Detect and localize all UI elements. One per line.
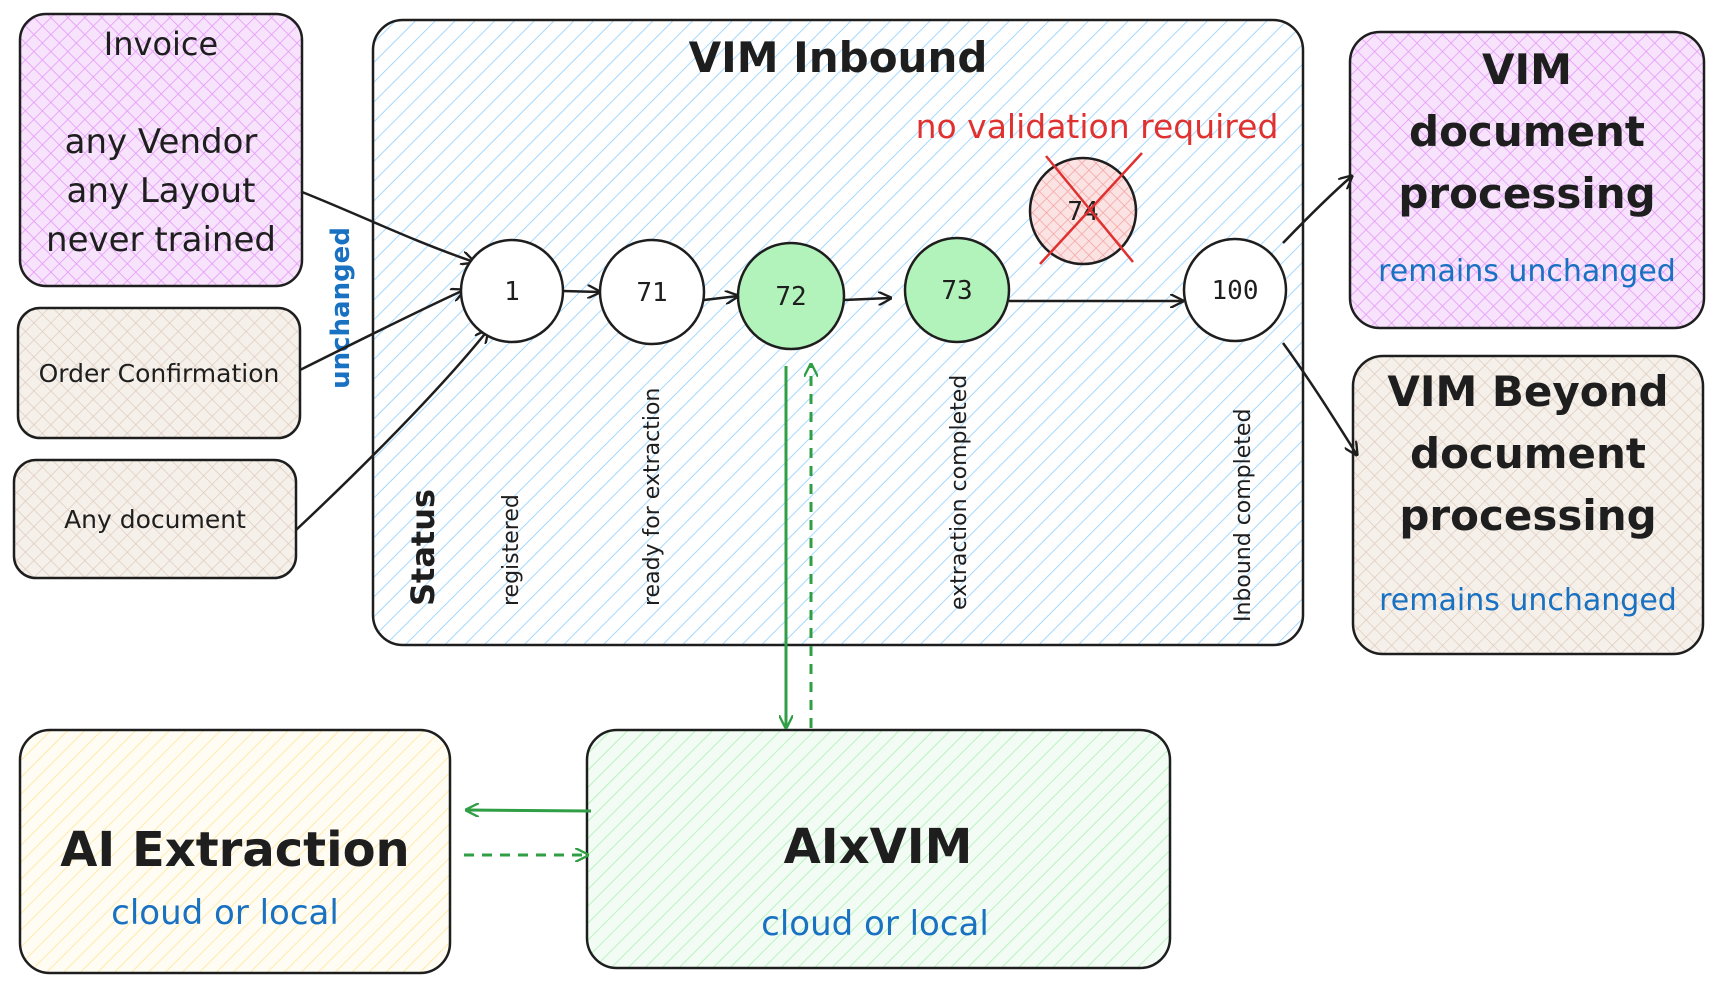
- arrow-72-to-73: [843, 298, 891, 300]
- status-flow-arrows: [562, 291, 1183, 301]
- arrow-100-to-beyond: [1281, 342, 1357, 455]
- beyond-line-1: VIM Beyond: [1387, 367, 1668, 416]
- status-label-extraction-completed: extraction completed: [947, 375, 972, 610]
- arrow-100-to-doc-processing: [1282, 176, 1352, 244]
- aixvim-box: AIxVIM cloud or local: [585, 728, 1172, 970]
- arrow-anydoc-to-1: [295, 330, 488, 531]
- doc-processing-note: remains unchanged: [1378, 254, 1676, 289]
- status-label: Status: [404, 489, 442, 606]
- status-node-1: 1: [459, 238, 565, 344]
- status-code-73: 73: [941, 276, 972, 306]
- beyond-note: remains unchanged: [1379, 583, 1677, 618]
- status-code-1: 1: [504, 277, 520, 307]
- arrow-order-to-1: [299, 290, 464, 372]
- arrow-invoice-to-1: [301, 190, 474, 262]
- status-node-74-crossed: 74: [1028, 152, 1143, 266]
- vim-inbound-title: VIM Inbound: [689, 33, 988, 82]
- ai-extraction-title: AI Extraction: [60, 822, 409, 878]
- status-label-inbound-completed: Inbound completed: [1231, 409, 1256, 622]
- any-document-box: Any document: [12, 458, 298, 580]
- unchanged-label: unchanged: [326, 227, 356, 389]
- green-connectors: [464, 364, 811, 855]
- any-document-label: Any document: [64, 505, 246, 534]
- order-confirmation-box: Order Confirmation: [16, 306, 302, 440]
- vim-beyond-box: VIM Beyond document processing remains u…: [1351, 354, 1705, 656]
- aixvim-title: AIxVIM: [784, 819, 973, 875]
- arrow-71-to-72: [703, 296, 738, 300]
- invoice-line-2: any Layout: [67, 171, 256, 211]
- invoice-box: Invoice any Vendor any Layout never trai…: [18, 12, 304, 288]
- status-code-100: 100: [1212, 276, 1259, 306]
- invoice-line-1: any Vendor: [65, 122, 258, 162]
- doc-processing-line-3: processing: [1398, 169, 1655, 218]
- status-label-ready: ready for extraction: [640, 388, 665, 606]
- arrow-aixvim-to-ai-extraction: [466, 810, 592, 811]
- cross-out-mark: [1039, 152, 1143, 265]
- status-code-72: 72: [775, 282, 806, 312]
- aixvim-note: cloud or local: [761, 904, 989, 944]
- order-confirmation-label: Order Confirmation: [39, 359, 280, 388]
- ai-extraction-note: cloud or local: [111, 893, 339, 933]
- status-node-73: 73: [903, 236, 1011, 344]
- output-arrows: [1281, 176, 1357, 455]
- status-node-100: 100: [1182, 237, 1288, 343]
- input-arrows: [295, 190, 488, 531]
- doc-processing-line-1: VIM: [1482, 45, 1572, 94]
- beyond-line-3: processing: [1399, 491, 1656, 540]
- invoice-line-3: never trained: [46, 220, 276, 260]
- status-code-71: 71: [636, 278, 667, 308]
- no-validation-label: no validation required: [916, 107, 1279, 146]
- ai-extraction-box: AI Extraction cloud or local: [18, 728, 452, 975]
- doc-processing-line-2: document: [1409, 107, 1645, 156]
- status-node-72: 72: [736, 241, 846, 351]
- vim-document-processing-box: VIM document processing remains unchange…: [1348, 30, 1706, 330]
- arrow-1-to-71: [562, 291, 600, 292]
- status-label-registered: registered: [499, 494, 524, 606]
- status-node-71: 71: [598, 238, 706, 346]
- beyond-line-2: document: [1410, 429, 1646, 478]
- invoice-title: Invoice: [104, 25, 218, 63]
